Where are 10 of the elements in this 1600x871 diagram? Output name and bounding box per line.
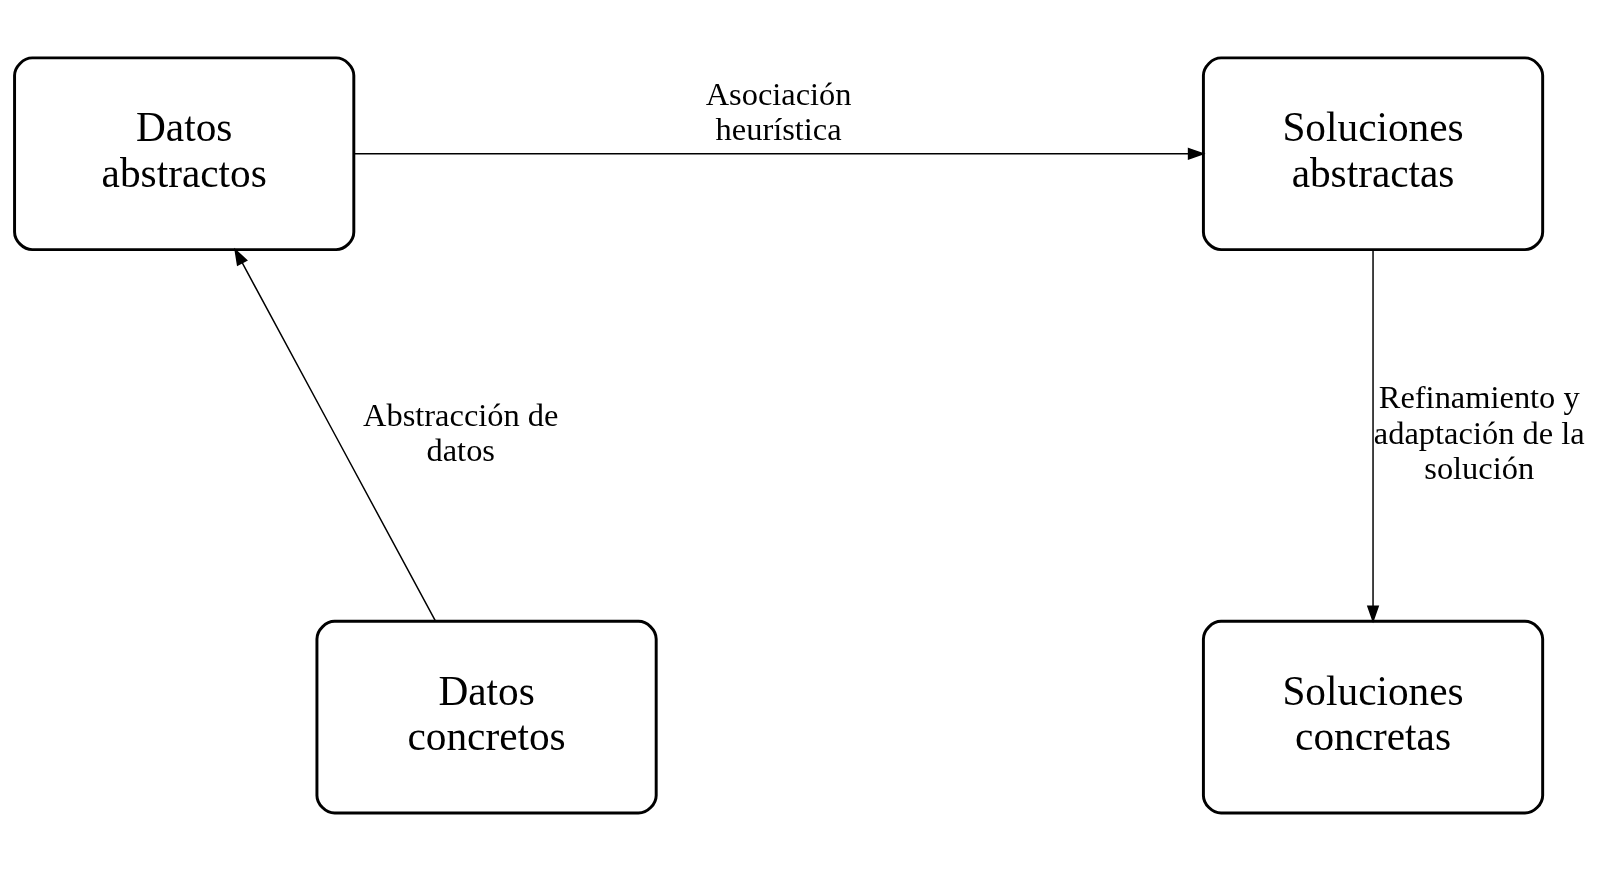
edge-label: Asociación heurística	[705, 75, 852, 147]
node-box: Datos concretos	[315, 619, 658, 815]
arrow	[353, 147, 1206, 160]
node-box: Soluciones concretas	[1201, 619, 1545, 815]
edge-label: Abstracción de datos	[363, 397, 559, 469]
node-box: Datos abstractos	[13, 56, 356, 252]
arrow	[1366, 248, 1380, 624]
edge-label: Refinamiento y adaptación de la solución	[1373, 379, 1585, 487]
arrow	[234, 247, 437, 622]
node-box: Soluciones abstractas	[1201, 56, 1545, 252]
